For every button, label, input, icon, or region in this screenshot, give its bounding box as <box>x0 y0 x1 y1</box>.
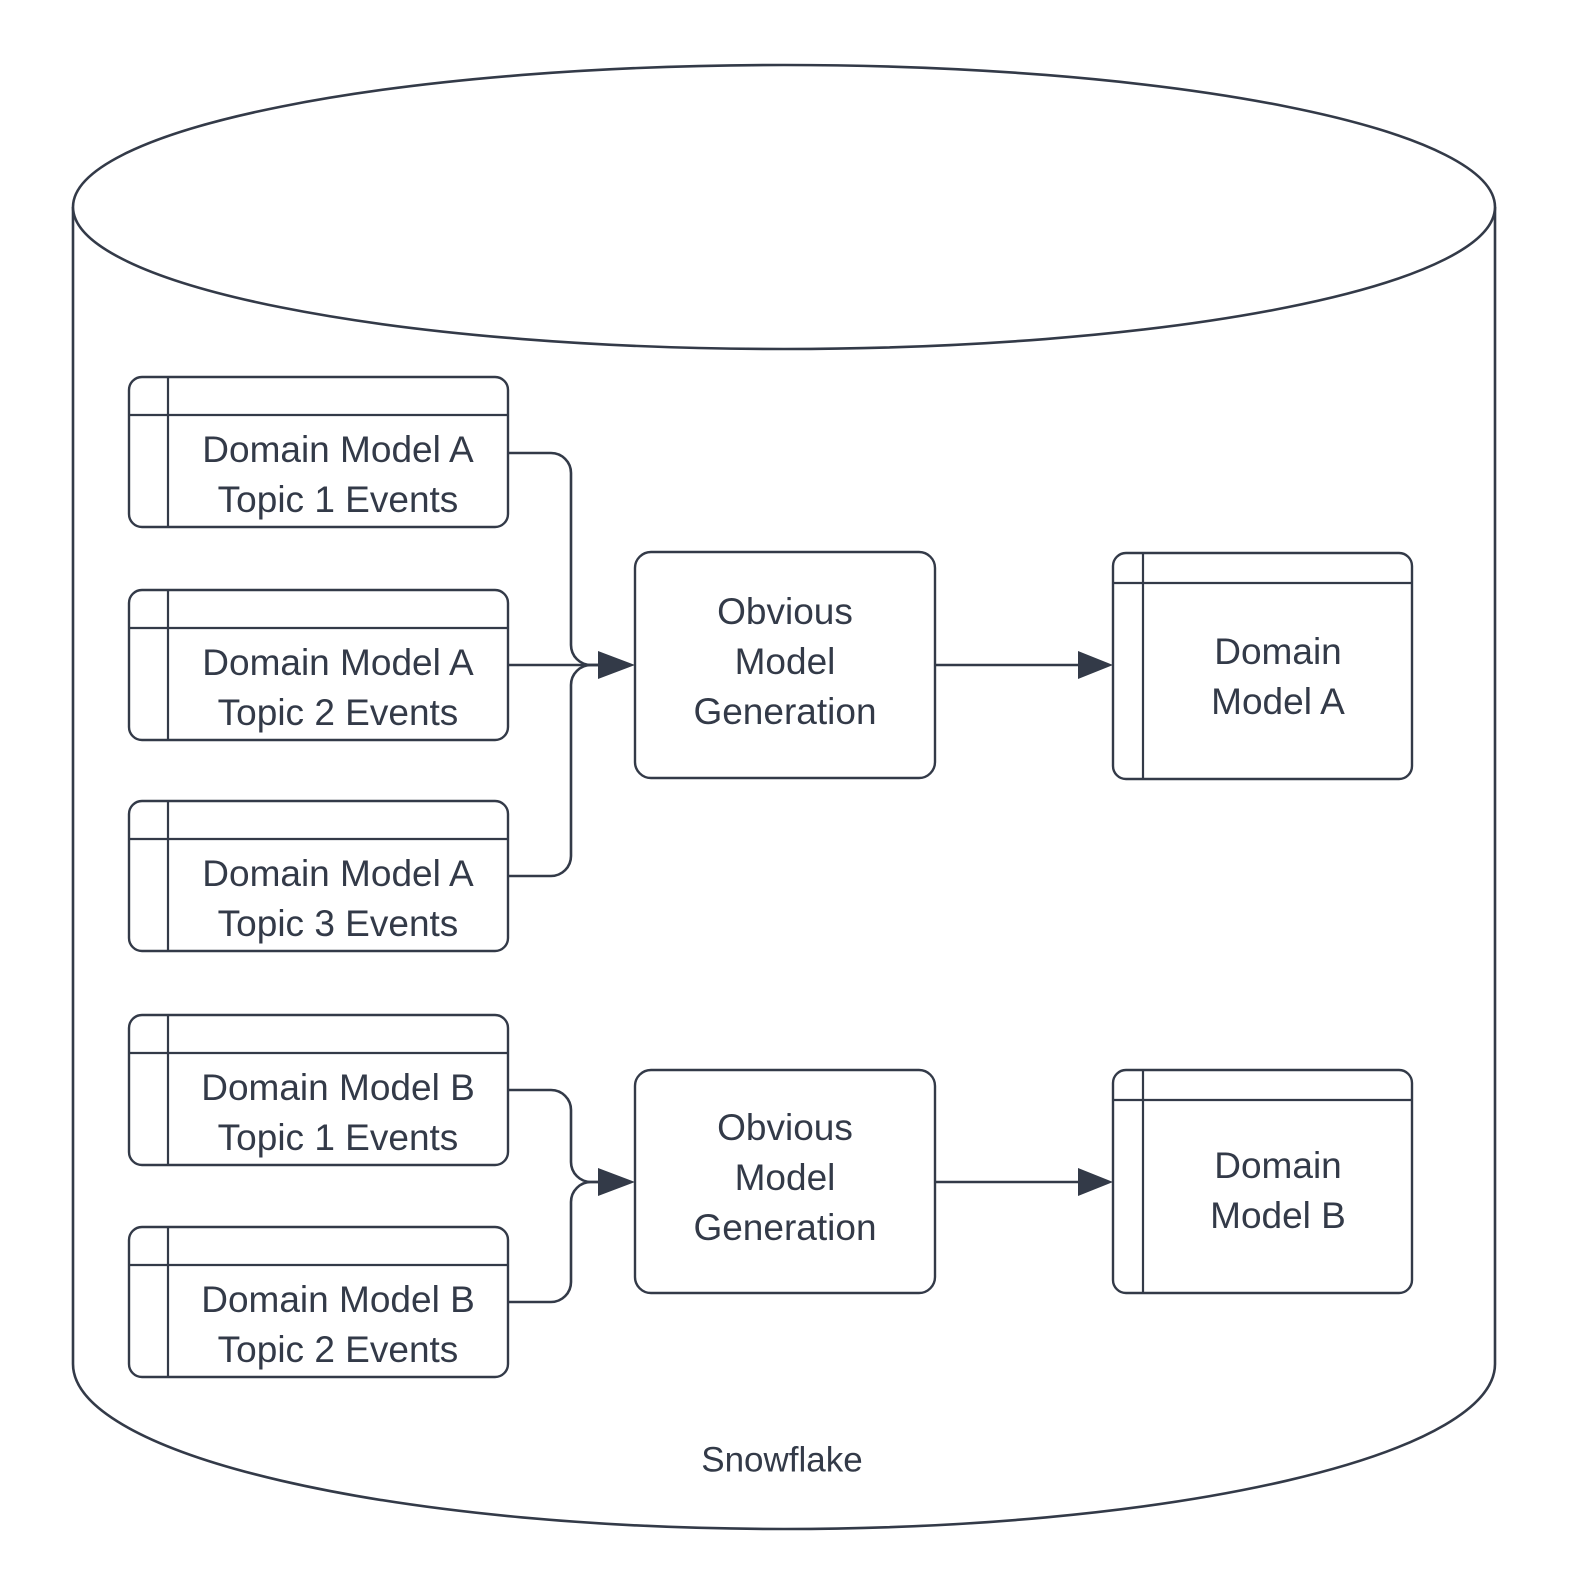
source-table-b2-line2: Topic 2 Events <box>218 1329 459 1370</box>
process-outline <box>633 1068 937 1295</box>
process-a-line1: Obvious <box>717 591 853 632</box>
source-table-b2-line1: Domain Model B <box>201 1279 475 1320</box>
source-table-b2[interactable]: Domain Model B Topic 2 Events <box>127 1225 510 1379</box>
process-b-line1: Obvious <box>717 1107 853 1148</box>
source-table-b1-line1: Domain Model B <box>201 1067 475 1108</box>
arrowhead-into-proc-a <box>598 651 635 679</box>
output-table-b-line1: Domain <box>1214 1145 1342 1186</box>
output-table-b[interactable]: Domain Model B <box>1111 1068 1414 1295</box>
output-table-a-line2: Model A <box>1211 681 1345 722</box>
edge-a1-to-proc <box>508 451 600 667</box>
table-outline <box>1111 551 1414 781</box>
source-table-a3-line2: Topic 3 Events <box>218 903 459 944</box>
source-table-a2[interactable]: Domain Model A Topic 2 Events <box>127 588 510 742</box>
source-table-a2-line2: Topic 2 Events <box>218 692 459 733</box>
edge-b1-to-proc <box>508 1088 600 1184</box>
edge-b2-to-proc <box>508 1180 600 1304</box>
arrowhead-into-proc-b <box>598 1168 635 1196</box>
process-box-b[interactable]: Obvious Model Generation <box>633 1068 937 1295</box>
process-outline <box>633 550 937 780</box>
edges-group-b <box>508 1088 1113 1304</box>
process-b-line3: Generation <box>693 1207 876 1248</box>
source-table-a1-line1: Domain Model A <box>202 429 474 470</box>
arrowhead-into-out-b <box>1078 1168 1113 1196</box>
output-table-a-line1: Domain <box>1214 631 1342 672</box>
source-table-a2-line1: Domain Model A <box>202 642 474 683</box>
output-table-b-line2: Model B <box>1210 1195 1346 1236</box>
source-table-a1-line2: Topic 1 Events <box>218 479 459 520</box>
process-box-a[interactable]: Obvious Model Generation <box>633 550 937 780</box>
source-table-b1[interactable]: Domain Model B Topic 1 Events <box>127 1013 510 1167</box>
process-a-line2: Model <box>735 641 836 682</box>
cylinder-top-ellipse <box>71 63 1497 351</box>
process-a-line3: Generation <box>693 691 876 732</box>
snowflake-label: Snowflake <box>701 1440 862 1479</box>
source-table-a3-line1: Domain Model A <box>202 853 474 894</box>
source-table-a3[interactable]: Domain Model A Topic 3 Events <box>127 799 510 953</box>
output-table-a[interactable]: Domain Model A <box>1111 551 1414 781</box>
arrowhead-into-out-a <box>1078 651 1113 679</box>
table-outline <box>1111 1068 1414 1295</box>
source-table-b1-line2: Topic 1 Events <box>218 1117 459 1158</box>
edges-group-a <box>508 451 1113 878</box>
process-b-line2: Model <box>735 1157 836 1198</box>
edge-a3-to-proc <box>508 663 600 878</box>
source-table-a1[interactable]: Domain Model A Topic 1 Events <box>127 375 510 529</box>
